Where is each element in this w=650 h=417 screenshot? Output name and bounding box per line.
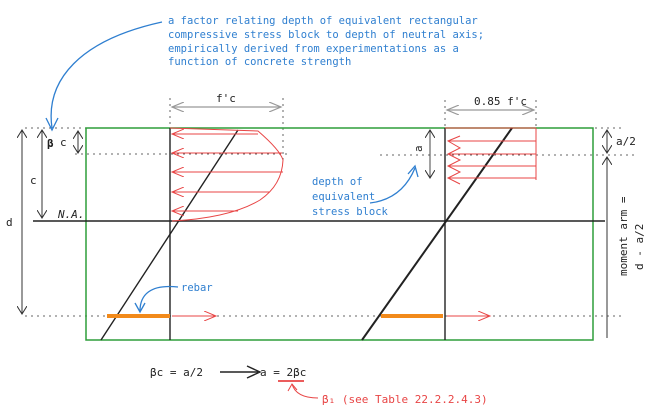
na-label: N.A. <box>57 208 85 221</box>
moment-arm-label-2: d - a/2 <box>633 224 646 270</box>
beta-note-arrow <box>50 21 163 129</box>
085fc-label: 0.85 f'c <box>474 95 527 108</box>
implies-arrowhead <box>246 365 262 379</box>
beta1-arrow <box>291 383 319 399</box>
c-label: c <box>30 174 37 187</box>
d-label: d <box>6 216 13 229</box>
left-dimensions <box>22 130 78 314</box>
svg-text:a factor relating depth of equ: a factor relating depth of equivalent re… <box>168 15 478 27</box>
strain-line <box>361 127 513 341</box>
strain-line <box>100 129 239 341</box>
fc-label: f'c <box>216 92 236 105</box>
beta-note-arrowhead <box>45 117 59 132</box>
rebar-note-arrowhead <box>134 302 146 314</box>
beta-symbol: β <box>47 137 54 150</box>
rebar-label: rebar <box>181 282 213 294</box>
moment-arm-label-1: moment arm = <box>617 196 630 276</box>
stress-block-note: depth of equivalent stress block <box>312 176 389 218</box>
svg-text:stress block: stress block <box>312 206 389 218</box>
svg-text:compressive stress block to de: compressive stress block to depth of neu… <box>168 29 484 41</box>
beam-section <box>85 127 594 341</box>
rectangular-stress-block: 0.85 f'c a <box>361 95 537 341</box>
svg-text:function of concrete strength: function of concrete strength <box>168 56 351 68</box>
svg-text:depth of: depth of <box>312 176 363 188</box>
equation-left: βc = a/2 <box>150 366 203 379</box>
a-label: a <box>412 145 425 152</box>
beta-definition-note: a factor relating depth of equivalent re… <box>168 15 484 68</box>
beta1-note: β₁ (see Table 22.2.2.4.3) <box>322 393 488 406</box>
svg-text:equivalent: equivalent <box>312 191 375 203</box>
rebar-note-arrow <box>139 285 179 312</box>
stress-block-note-arrowhead <box>407 164 419 178</box>
a-half-label: a/2 <box>616 135 636 148</box>
equation-right: a = 2βc <box>260 366 306 379</box>
parabolic-stress-diagram: f'c <box>100 92 284 341</box>
svg-text:empirically derived from exper: empirically derived from experimentation… <box>168 43 459 55</box>
beta1-arrowhead <box>287 383 298 392</box>
beta-c-label: c <box>60 136 67 149</box>
stress-block-note-arrow <box>369 167 416 204</box>
